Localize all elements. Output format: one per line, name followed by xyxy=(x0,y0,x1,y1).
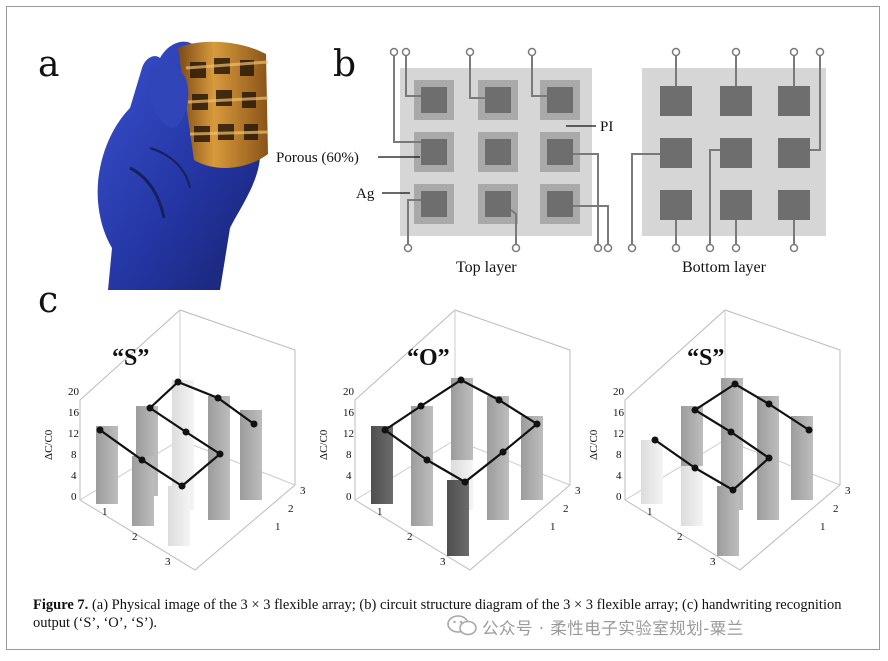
x-tick: 2 xyxy=(132,531,138,543)
figure-frame xyxy=(6,6,880,650)
z-tick: 12 xyxy=(343,428,354,440)
z-tick: 0 xyxy=(346,491,352,503)
z-tick: 20 xyxy=(613,386,625,398)
y-tick: 3 xyxy=(845,485,850,497)
letter-s-1: “S” xyxy=(112,345,149,371)
wechat-icon xyxy=(447,615,477,636)
panel-b-diagram: Porous (60%) Ag PI Top layer Bottom laye… xyxy=(276,47,826,276)
plot-o: “O” 20 16 12 8 4 0 ΔC/C0 1 2 3 1 2 3 xyxy=(318,309,581,571)
z-axis-label: ΔC/C0 xyxy=(588,429,600,460)
y-tick: 1 xyxy=(820,521,826,533)
top-layer-caption: Top layer xyxy=(456,259,517,276)
figure-caption: Figure 7. (a) Physical image of the 3 × … xyxy=(33,596,853,632)
z-tick: 12 xyxy=(68,428,79,440)
z-tick: 8 xyxy=(71,449,77,461)
y-tick: 3 xyxy=(300,485,306,497)
pi-label: PI xyxy=(600,119,613,135)
array-pads xyxy=(190,58,258,142)
letter-s-2: “S” xyxy=(687,345,724,371)
z-tick: 8 xyxy=(346,449,352,461)
top-layer-pads xyxy=(414,80,580,224)
letter-o: “O” xyxy=(407,345,450,371)
x-tick: 1 xyxy=(102,506,108,518)
panel-label-a: a xyxy=(38,44,60,85)
figure-caption-text: (a) Physical image of the 3 × 3 flexible… xyxy=(33,597,842,631)
z-tick: 12 xyxy=(613,428,624,440)
watermark-text: 公众号 · 柔性电子实验室规划-粟兰 xyxy=(482,619,744,638)
bottom-layer-pads xyxy=(660,86,810,220)
y-tick: 3 xyxy=(575,485,581,497)
x-tick: 2 xyxy=(677,531,683,543)
y-tick: 1 xyxy=(275,521,281,533)
y-tick: 2 xyxy=(563,503,569,515)
z-tick: 16 xyxy=(343,407,355,419)
z-tick: 4 xyxy=(346,470,352,482)
bottom-layer-caption: Bottom layer xyxy=(682,259,767,276)
figure-caption-label: Figure 7. xyxy=(33,597,89,613)
plot-s-2: “S” 20 16 12 8 4 0 ΔC/C0 1 2 3 1 2 3 xyxy=(588,309,850,571)
ag-label: Ag xyxy=(356,186,375,202)
x-tick: 2 xyxy=(407,531,413,543)
top-layer-traces xyxy=(393,56,609,244)
z-tick: 20 xyxy=(343,386,355,398)
panel-label-b: b xyxy=(333,44,357,85)
z-axis-label: ΔC/C0 xyxy=(43,429,55,460)
z-axis-label: ΔC/C0 xyxy=(318,429,330,460)
y-tick: 2 xyxy=(288,503,294,515)
x-tick: 3 xyxy=(710,556,716,568)
y-tick: 1 xyxy=(550,521,556,533)
x-tick: 3 xyxy=(440,556,446,568)
panel-label-c: c xyxy=(38,280,59,321)
z-tick: 0 xyxy=(71,491,77,503)
bottom-layer-traces xyxy=(631,56,821,244)
y-tick: 2 xyxy=(833,503,839,515)
z-tick: 8 xyxy=(616,449,622,461)
z-tick: 16 xyxy=(613,407,625,419)
x-tick: 1 xyxy=(377,506,383,518)
panel-c-plots: “S” 20 16 12 8 4 0 ΔC/C0 1 2 3 1 2 3 xyxy=(43,309,850,571)
x-tick: 1 xyxy=(647,506,653,518)
x-tick: 3 xyxy=(165,556,171,568)
bars xyxy=(96,380,262,546)
panel-a-photo xyxy=(97,41,269,290)
z-tick: 4 xyxy=(616,470,622,482)
plot-s-1: “S” 20 16 12 8 4 0 ΔC/C0 1 2 3 1 2 3 xyxy=(43,309,306,571)
z-tick: 20 xyxy=(68,386,80,398)
z-tick: 16 xyxy=(68,407,80,419)
z-tick: 4 xyxy=(71,470,77,482)
porous-label: Porous (60%) xyxy=(276,150,359,166)
z-tick: 0 xyxy=(616,491,622,503)
bars xyxy=(641,378,813,556)
